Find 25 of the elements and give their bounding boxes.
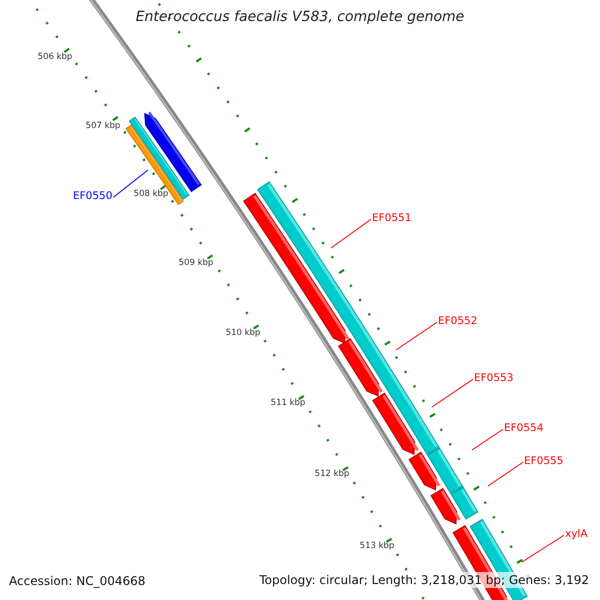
gene-label: xylA [565,529,588,540]
gene-label: EF0553 [474,373,514,384]
leader-line [396,322,438,350]
tick-label: 508 kbp [134,190,168,198]
tick-label: 511 kbp [270,399,306,408]
leader-line [330,218,372,248]
leader-line [472,428,504,450]
gene-label: EF0552 [438,316,478,326]
leader-line [488,462,524,486]
leader-line [432,378,474,408]
tick-label: 513 kbp [360,542,394,550]
leader-line [522,534,564,562]
gene-label: EF0551 [372,213,412,224]
genome-info-text: Topology: circular; Length: 3,218,031 bp; Genes: 3,192 [257,572,591,588]
gene-label: EF0550 [73,191,112,202]
tick-label: 506 kbp [38,53,72,62]
accession-text: Accession: NC_004668 [9,575,146,587]
tick-label: 509 kbp [178,259,214,268]
gene-label: EF0555 [524,456,564,466]
tick-label: 507 kbp [86,122,120,130]
tick-label: 512 kbp [314,470,350,478]
tick-label: 510 kbp [226,329,260,338]
leader-line [112,170,148,198]
title: Enterococcus faecalis V583, complete genome [134,10,466,24]
gene-label: EF0554 [504,423,544,434]
